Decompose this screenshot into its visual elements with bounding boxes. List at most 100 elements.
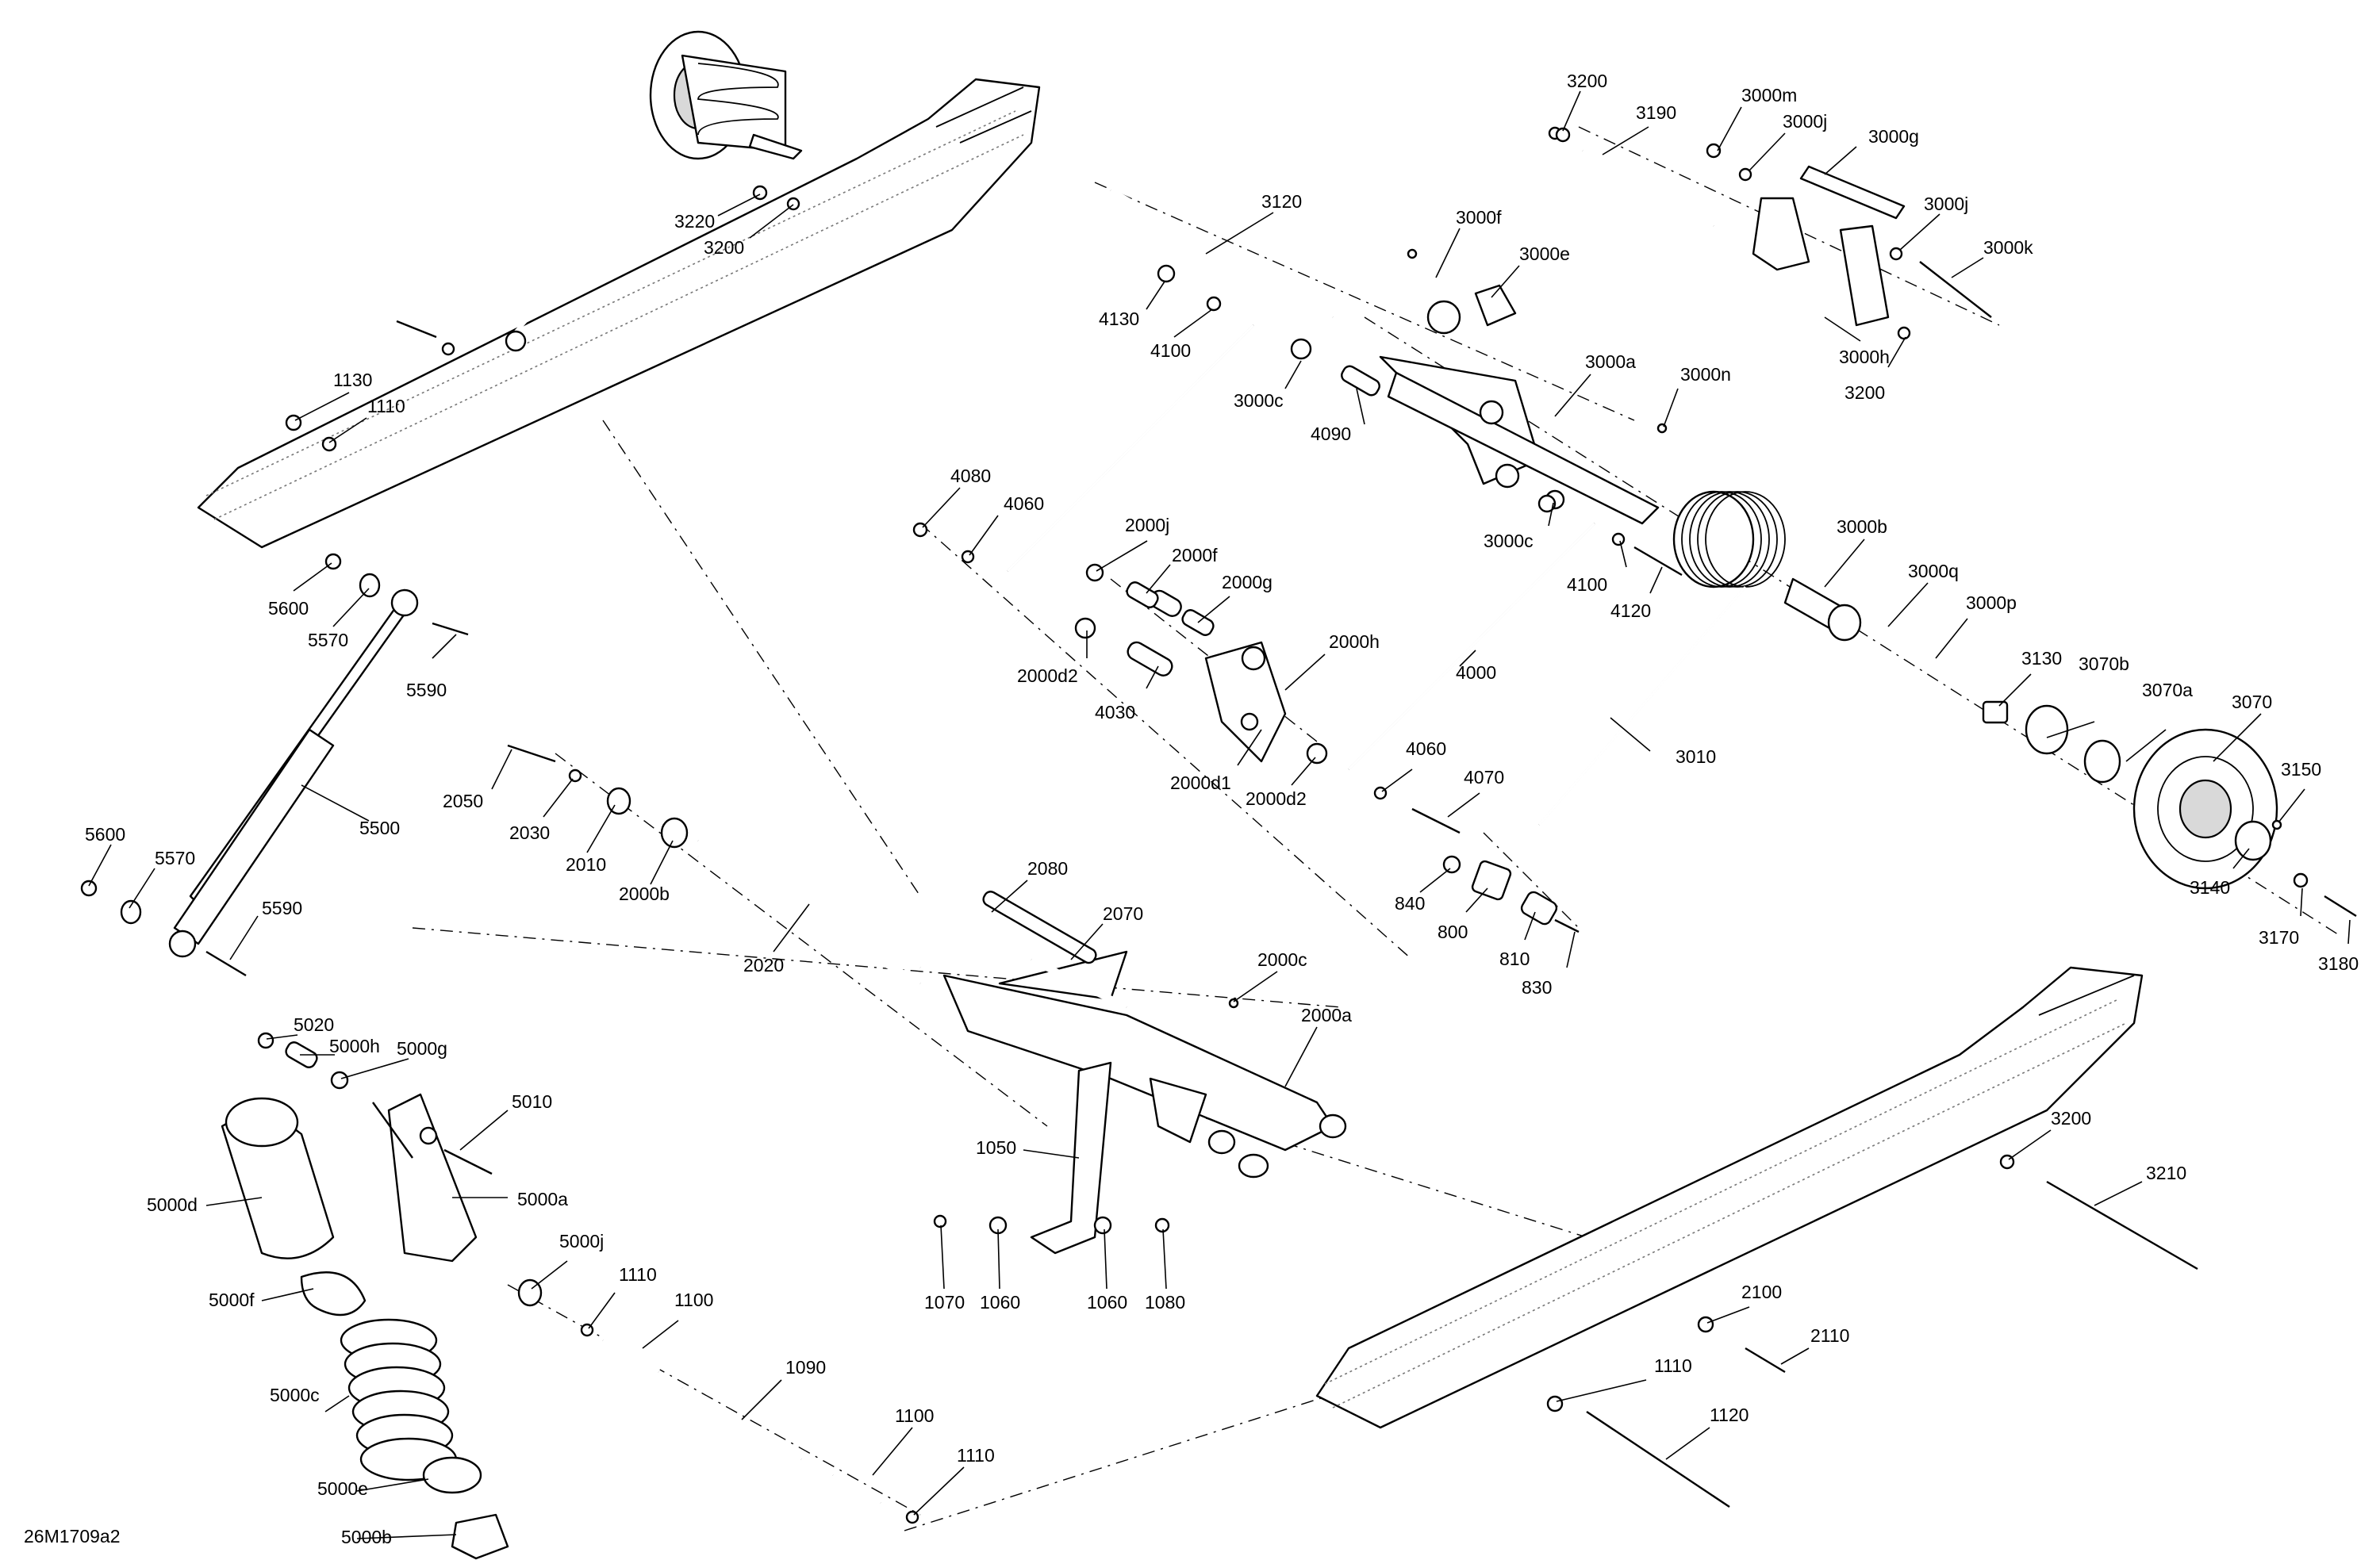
callout-label: 4070 [1464, 767, 1504, 788]
callout-label: 3000e [1519, 243, 1570, 264]
callout-label: 5000f [209, 1290, 255, 1310]
callout-label: 3200 [2051, 1108, 2091, 1129]
callout-label: 2080 [1027, 858, 1068, 879]
callout-label: 3070a [2142, 680, 2193, 700]
callout-label: 2000g [1222, 572, 1273, 592]
callout-label: 1100 [895, 1405, 934, 1426]
callout-label: 3000f [1456, 207, 1502, 228]
callout-label: 3150 [2281, 759, 2321, 780]
callout-label: 5000c [270, 1385, 320, 1405]
callout-label: 5000j [559, 1231, 604, 1251]
callout-label: 2000h [1329, 631, 1380, 652]
sleeve-3000b [1783, 577, 1862, 642]
callout-label: 1110 [1654, 1355, 1692, 1376]
callout-label: 4130 [1099, 309, 1139, 329]
callout-label: 5000e [317, 1478, 368, 1499]
callout-label: 3000k [1983, 237, 2033, 258]
callout-label: 4060 [1406, 738, 1446, 759]
callout-label: 5570 [155, 848, 195, 868]
callout-label: 2000d1 [1170, 772, 1231, 793]
callout-label: 5000h [329, 1036, 380, 1056]
callout-label: 1110 [619, 1264, 657, 1285]
callout-leader-lines [88, 90, 2351, 1539]
link-rods [1006, 324, 1596, 771]
callout-label: 3000n [1680, 364, 1731, 385]
callout-label: 3180 [2318, 953, 2359, 974]
callout-label: 1060 [980, 1292, 1020, 1313]
callout-label: 5000g [397, 1038, 447, 1059]
callout-label: 3000j [1783, 111, 1827, 132]
callout-label: 1050 [976, 1137, 1016, 1158]
callout-label: 2110 [1810, 1325, 1849, 1346]
left-idler-spring-arm [505, 30, 803, 352]
torsion-spring-3010 [1537, 490, 1786, 826]
rear-idler-wheel-3070 [1982, 700, 2278, 890]
callout-label: 5000a [517, 1189, 568, 1209]
callout-label: 5000b [341, 1527, 392, 1547]
callout-label: 3120 [1261, 191, 1302, 212]
callout-label: 3200 [1567, 71, 1607, 91]
callout-label: 3000c [1234, 390, 1284, 411]
callout-label: 2000b [619, 883, 670, 904]
callout-label: 4030 [1095, 702, 1135, 723]
right-slide-rail [1315, 966, 2144, 1429]
front-arm-2000a [696, 837, 1347, 1255]
callout-label: 5020 [294, 1014, 334, 1035]
callout-labels: 3200 3190 3000m 3000j 3000g 3000j 3000k … [85, 71, 2359, 1547]
callout-label: 3000p [1966, 592, 2017, 613]
callout-label: 810 [1499, 949, 1530, 969]
callout-label: 4100 [1150, 340, 1191, 361]
callout-label: 3000q [1908, 561, 1959, 581]
callout-label: 1110 [367, 396, 405, 416]
callout-label: 3000c [1484, 531, 1534, 551]
document-id: 26M1709a2 [24, 1526, 121, 1547]
callout-label: 3000b [1837, 516, 1887, 537]
callout-label: 3200 [704, 237, 744, 258]
callout-label: 3000h [1839, 347, 1890, 367]
callout-label: 3170 [2259, 927, 2299, 948]
callout-label: 1100 [674, 1290, 713, 1310]
callout-label: 5600 [85, 824, 125, 845]
shock-absorber-5500 [168, 588, 419, 958]
callout-label: 2000a [1301, 1005, 1352, 1025]
callout-label: 2000c [1257, 949, 1307, 970]
callout-label: 2010 [566, 854, 606, 875]
callout-label: 3130 [2021, 648, 2062, 669]
callout-label: 1110 [957, 1445, 995, 1466]
callout-label: 2000f [1172, 545, 1218, 565]
callout-label: 3190 [1636, 102, 1676, 123]
callout-label: 1090 [785, 1357, 826, 1378]
callout-label: 1060 [1087, 1292, 1127, 1313]
callout-label: 5500 [359, 818, 400, 838]
callout-label: 4060 [1004, 493, 1044, 514]
hardware-nuts-washers-bolts [80, 127, 2357, 1524]
callout-label: 1120 [1710, 1405, 1749, 1425]
callout-label: 3010 [1676, 746, 1716, 767]
callout-label: 840 [1395, 893, 1425, 914]
callout-label: 2020 [743, 955, 784, 975]
callout-label: 2000j [1125, 515, 1169, 535]
callout-label: 3070b [2079, 654, 2129, 674]
callout-label: 2050 [443, 791, 483, 811]
callout-label: 3070 [2232, 692, 2272, 712]
callout-label: 4100 [1567, 574, 1607, 595]
callout-label: 3140 [2190, 877, 2230, 898]
shock-absorber-5000 [221, 1093, 509, 1560]
callout-label: 3000j [1924, 194, 1968, 214]
callout-label: 2000d2 [1017, 665, 1078, 686]
callout-label: 800 [1438, 922, 1468, 942]
upper-shaft-assembly [1109, 187, 1660, 525]
lower-shafts [600, 853, 2198, 1508]
callout-label: 3000g [1868, 126, 1919, 147]
callout-label: 5590 [262, 898, 302, 918]
callout-label: 4080 [950, 466, 991, 486]
callout-label: 2000d2 [1246, 788, 1307, 809]
left-slide-rail [197, 78, 1041, 549]
callout-label: 3200 [1844, 382, 1885, 403]
callout-label: 2070 [1103, 903, 1143, 924]
callout-label: 1070 [924, 1292, 965, 1313]
callout-label: 4000 [1456, 662, 1496, 683]
callout-label: 5590 [406, 680, 447, 700]
